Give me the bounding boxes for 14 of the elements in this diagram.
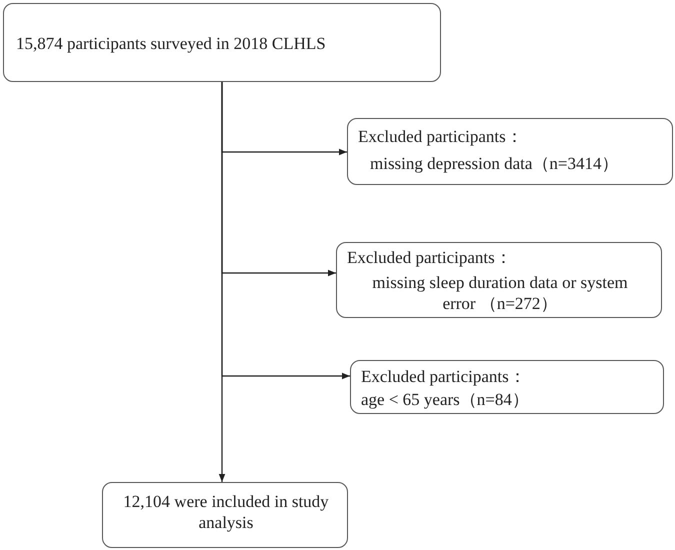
heading-text: Excluded participants：: [358, 126, 524, 147]
exclusion-box: [336, 242, 662, 318]
box-text: 12,104 were included in study analysis: [122, 491, 330, 533]
arrow: [221, 82, 350, 380]
exclusion-box: [347, 118, 673, 185]
heading-text: Excluded participants：: [347, 247, 513, 268]
body-text: age < 65 years（n=84）: [361, 389, 530, 410]
exclusion-box: [350, 360, 664, 414]
body-text: missing sleep duration data or system error （n=272）: [371, 272, 629, 314]
process-box: [102, 482, 348, 548]
process-box: [3, 3, 441, 82]
box-text: 15,874 participants surveyed in 2018 CLHLS: [16, 33, 327, 54]
heading-text: Excluded participants：: [361, 366, 527, 387]
body-text: missing depression data（n=3414）: [370, 153, 620, 174]
